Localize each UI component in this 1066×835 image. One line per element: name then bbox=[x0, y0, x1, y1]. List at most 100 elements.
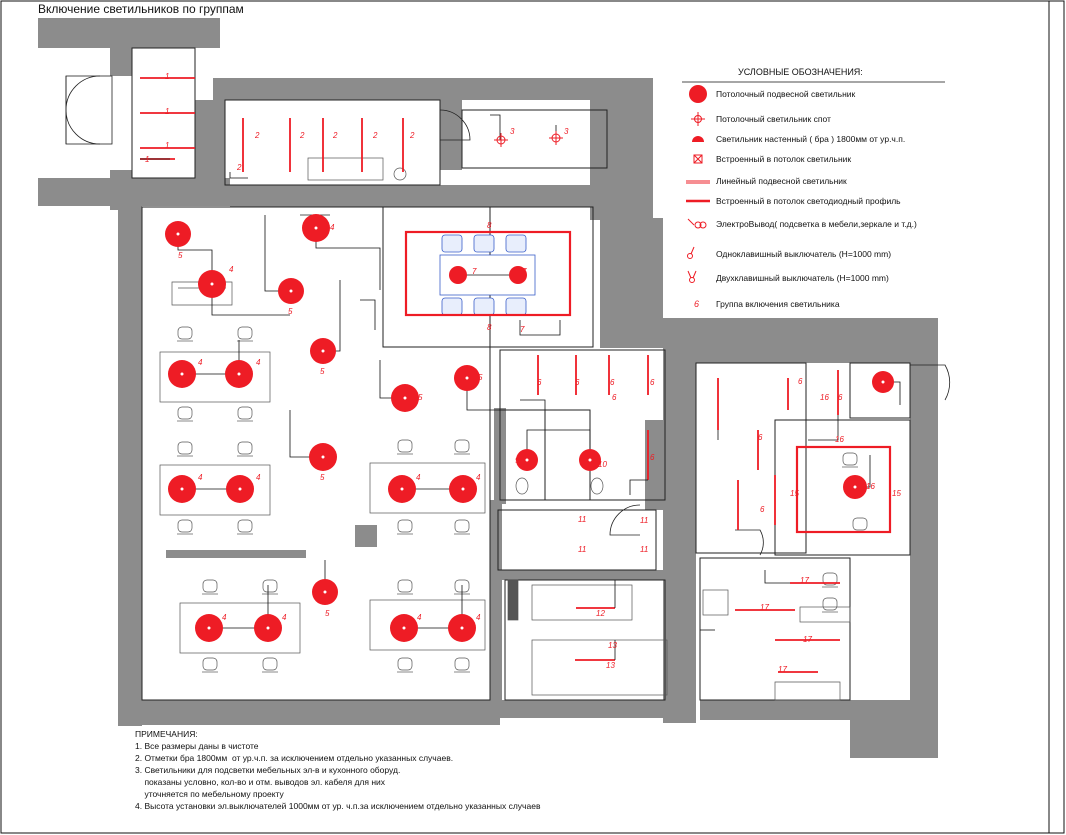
wall bbox=[213, 78, 653, 100]
drawing-title: Включение светильников по группам bbox=[38, 2, 244, 16]
group-tag: 11 bbox=[640, 516, 648, 525]
legend-label: Линейный подвесной светильник bbox=[716, 176, 847, 186]
legend-label: Двухклавишный выключатель (H=1000 mm) bbox=[716, 273, 889, 283]
group-tag: 11 bbox=[578, 545, 586, 554]
note-line: уточняется по мебельному проекту bbox=[135, 789, 284, 799]
group-tag: 4 bbox=[198, 473, 203, 482]
chair bbox=[262, 657, 278, 671]
chair bbox=[505, 234, 527, 253]
chair bbox=[454, 657, 470, 671]
group-tag: 7 bbox=[520, 325, 525, 334]
single-switch-icon bbox=[687, 246, 695, 259]
group-tag: 4 bbox=[229, 265, 234, 274]
pendant-light-icon bbox=[689, 85, 707, 103]
group-tag: 2 bbox=[236, 163, 242, 172]
entrance-door bbox=[65, 75, 101, 111]
chair bbox=[505, 297, 527, 316]
wall-sconce-icon bbox=[692, 136, 704, 142]
group-tag: 4 bbox=[416, 473, 421, 482]
group-tag: 6 bbox=[612, 393, 617, 402]
legend: УСЛОВНЫЕ ОБОЗНАЧЕНИЯ: Потолочный подвесн… bbox=[682, 67, 945, 309]
group-tag: 4 bbox=[417, 613, 422, 622]
wall bbox=[110, 48, 132, 76]
group-tag: 1 bbox=[165, 107, 169, 116]
desk bbox=[159, 351, 271, 403]
group-tag: 6 bbox=[838, 393, 843, 402]
group-tag: 17 bbox=[760, 603, 769, 612]
wall bbox=[645, 420, 663, 510]
pendant-lights bbox=[165, 214, 894, 642]
group-tag: 6 bbox=[537, 378, 542, 387]
chair bbox=[473, 297, 495, 316]
group-tag: 5 bbox=[288, 307, 293, 316]
door bbox=[910, 364, 951, 401]
group-tag: 6 bbox=[760, 505, 765, 514]
group-tag: 10 bbox=[598, 460, 607, 469]
chair bbox=[454, 519, 470, 533]
legend-label: Потолочный светильник спот bbox=[716, 114, 831, 124]
entrance-frame bbox=[65, 75, 113, 145]
wall bbox=[600, 218, 663, 348]
group-tag: 2 bbox=[254, 131, 260, 140]
note-line: 1. Все размеры даны в чистоте bbox=[135, 741, 259, 751]
chair bbox=[397, 439, 413, 453]
wall bbox=[492, 570, 664, 580]
electric-outlet-icon bbox=[687, 218, 707, 229]
spot-lights bbox=[494, 131, 563, 147]
wall bbox=[110, 170, 132, 210]
chair bbox=[202, 657, 218, 671]
group-tag: 3 bbox=[510, 127, 515, 136]
linear-pendant-icon bbox=[686, 180, 710, 184]
wc-block bbox=[499, 349, 666, 501]
chair bbox=[852, 517, 868, 531]
chair bbox=[262, 579, 278, 593]
sofa-lounge bbox=[774, 681, 841, 701]
group-tag: 3 bbox=[564, 127, 569, 136]
door bbox=[609, 504, 641, 536]
group-tag: 16 bbox=[835, 435, 844, 444]
wall bbox=[38, 18, 220, 48]
wall bbox=[355, 525, 377, 547]
chair bbox=[397, 657, 413, 671]
group-tag: 6 bbox=[650, 453, 655, 462]
wall bbox=[590, 195, 653, 220]
legend-label: Группа включения светильника bbox=[716, 299, 840, 309]
group-tag: 5 bbox=[178, 251, 183, 260]
legend-label: Одноклавишный выключатель (H=1000 mm) bbox=[716, 249, 891, 259]
group-tag: 7 bbox=[522, 267, 527, 276]
sink-lounge bbox=[702, 589, 729, 616]
open-office bbox=[141, 206, 491, 701]
storage bbox=[497, 509, 657, 571]
group-tag: 4 bbox=[282, 613, 287, 622]
recessed-light-icon bbox=[693, 154, 703, 164]
desk bbox=[159, 464, 271, 516]
pendant-light-icon bbox=[509, 266, 527, 284]
group-tag: 4 bbox=[256, 473, 261, 482]
group-number-icon: 6 bbox=[694, 299, 699, 309]
group-tag: 6 bbox=[650, 378, 655, 387]
group-tag: 4 bbox=[330, 223, 335, 232]
group-tag: 7 bbox=[472, 267, 477, 276]
group-tag: 1 bbox=[145, 155, 149, 164]
legend-heading: УСЛОВНЫЕ ОБОЗНАЧЕНИЯ: bbox=[738, 67, 863, 77]
legend-label: Потолочный подвесной светильник bbox=[716, 89, 856, 99]
chair bbox=[441, 297, 463, 316]
wall bbox=[230, 185, 595, 207]
chair bbox=[202, 579, 218, 593]
door bbox=[735, 529, 764, 556]
group-tag: 16 bbox=[820, 393, 829, 402]
group-tag: 4 bbox=[256, 358, 261, 367]
pendant-light-icon bbox=[449, 266, 467, 284]
group-tag: 17 bbox=[778, 665, 787, 674]
meeting-room bbox=[382, 206, 594, 348]
right-lobby bbox=[849, 362, 911, 419]
chair bbox=[822, 597, 838, 611]
desk bbox=[179, 602, 301, 654]
desk bbox=[369, 462, 486, 514]
group-tag: 4 bbox=[222, 613, 227, 622]
chair bbox=[237, 441, 253, 455]
cabinet-dark bbox=[507, 579, 519, 621]
chair bbox=[473, 234, 495, 253]
